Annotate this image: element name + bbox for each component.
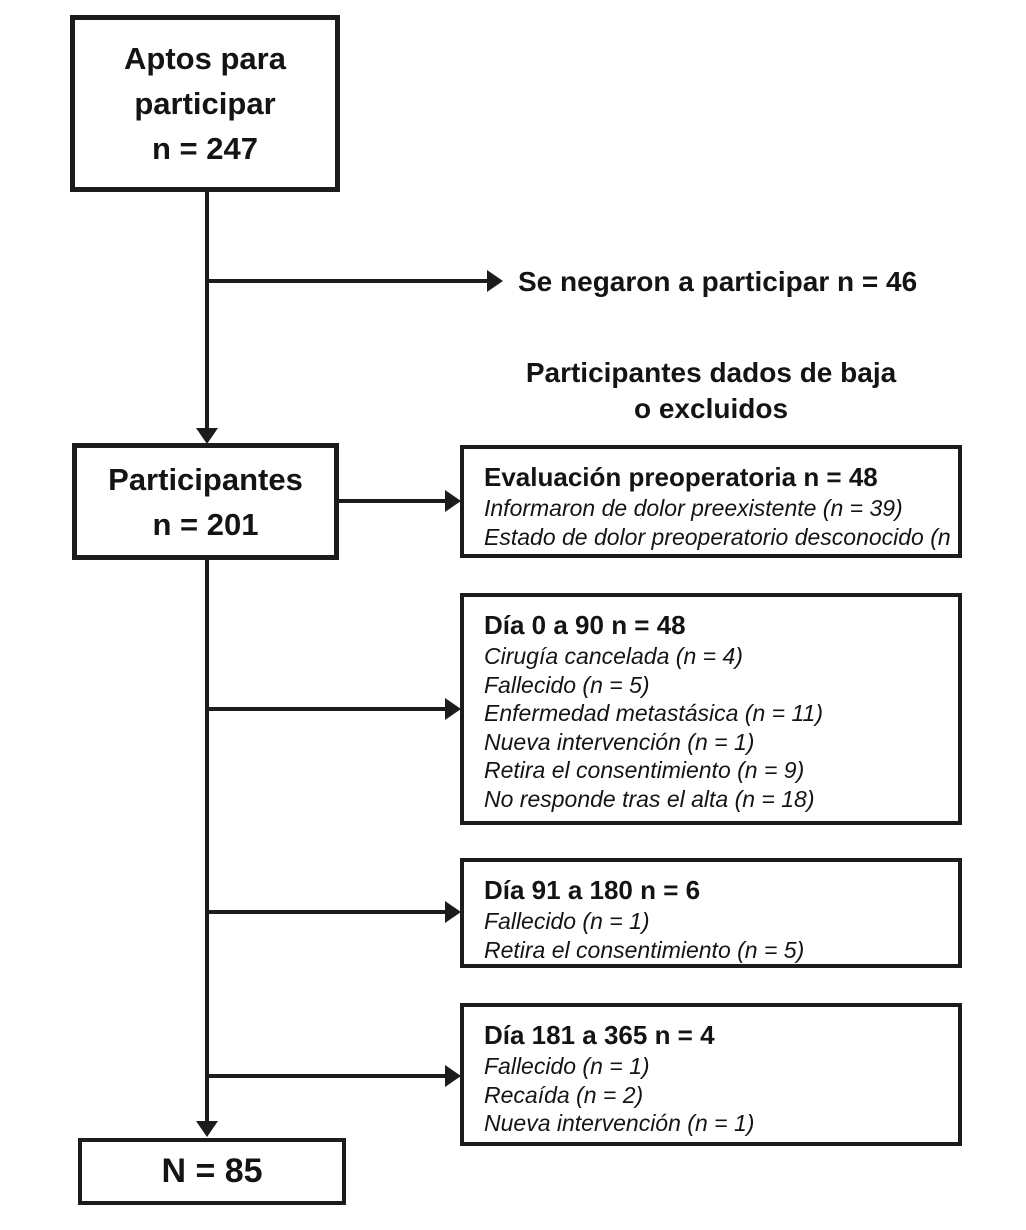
exclusion-box-day-181-365: Día 181 a 365 n = 4 Fallecido (n = 1)Rec… [460,1003,962,1146]
exclusion-box-items: Fallecido (n = 1)Retira el consentimient… [484,907,940,964]
arrowhead-right-icon [445,1065,461,1087]
exclusion-reason: Informaron de dolor preexistente (n = 39… [484,495,903,521]
exclusion-reason: Estado de dolor preoperatorio desconocid… [484,523,962,550]
final-count-label: N = 85 [161,1152,263,1190]
connector-participants-to-final [205,560,209,1122]
exclusion-reason: Retira el consentimiento (n = 9) [484,757,805,783]
exclusion-box-day-91-180: Día 91 a 180 n = 6 Fallecido (n = 1)Reti… [460,858,962,968]
arrowhead-right-icon [445,901,461,923]
participants-box-line: n = 201 [152,506,259,542]
exclusion-box-preoperative: Evaluación preoperatoria n = 48 Informar… [460,445,962,558]
connector-exclusion-2 [205,707,446,711]
connector-refused [205,279,488,283]
exclusion-box-title: Día 181 a 365 n = 4 [484,1020,715,1050]
eligible-box-line: Aptos para [124,41,286,76]
eligible-box-line: n = 247 [152,131,258,166]
connector-exclusion-3 [205,910,446,914]
final-count-box: N = 85 [78,1138,346,1205]
exclusions-heading-line2: o excluidos [633,393,789,424]
exclusion-box-items: Fallecido (n = 1)Recaída (n = 2)Nueva in… [484,1052,940,1138]
exclusion-reason: Nueva intervención (n = 1) [484,728,755,755]
exclusion-box-title: Día 0 a 90 n = 48 [484,610,686,640]
exclusion-reason: Fallecido (n = 1) [484,908,650,934]
connector-exclusion-4 [205,1074,446,1078]
exclusion-box-items: Cirugía cancelada (n = 4)Fallecido (n = … [484,642,940,813]
exclusions-heading-line1: Participantes dados de baja [525,357,897,388]
eligible-box: Aptos para participar n = 247 [70,15,340,192]
arrowhead-down-icon [196,428,218,444]
participants-box: Participantes n = 201 [72,443,339,560]
participants-box-line: Participantes [108,461,303,497]
exclusion-box-items: Informaron de dolor preexistente (n = 39… [484,494,962,551]
connector-exclusion-1 [339,499,446,503]
exclusion-reason: Cirugía cancelada (n = 4) [484,643,743,669]
arrowhead-right-icon [487,270,503,292]
exclusion-reason: Fallecido (n = 1) [484,1053,650,1079]
exclusion-box-title: Evaluación preoperatoria n = 48 [484,462,878,492]
arrowhead-right-icon [445,490,461,512]
exclusions-heading: Participantes dados de baja o excluidos [460,355,962,427]
exclusion-reason: Nueva intervención (n = 1) [484,1110,755,1136]
exclusion-reason: Fallecido (n = 5) [484,671,650,698]
exclusion-reason: No responde tras el alta (n = 18) [484,785,815,812]
connector-top-to-participants [205,192,209,430]
exclusion-reason: Enfermedad metastásica (n = 11) [484,700,823,726]
exclusion-box-title: Día 91 a 180 n = 6 [484,875,701,905]
eligible-box-line: participar [134,86,276,121]
arrowhead-right-icon [445,698,461,720]
arrowhead-down-icon [196,1121,218,1137]
refused-label: Se negaron a participar n = 46 [518,266,918,297]
exclusion-reason: Recaída (n = 2) [484,1081,644,1108]
exclusion-box-day-0-90: Día 0 a 90 n = 48 Cirugía cancelada (n =… [460,593,962,825]
exclusion-reason: Retira el consentimiento (n = 5) [484,936,805,963]
